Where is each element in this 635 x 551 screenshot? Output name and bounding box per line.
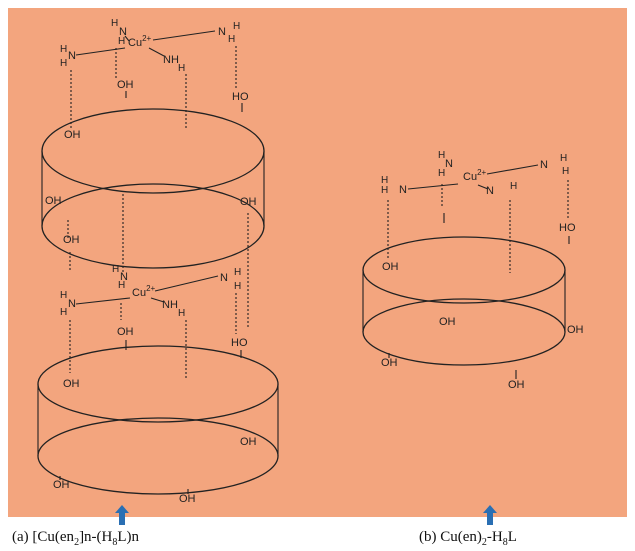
atom-label: N xyxy=(218,26,226,38)
copper-ion-label: Cu2+ xyxy=(463,168,487,183)
atom-label: H xyxy=(438,168,445,179)
atom-label: H xyxy=(60,44,67,55)
atom-label: N xyxy=(220,272,228,284)
atom-label: H xyxy=(111,18,118,29)
caption-b-sub2: 8 xyxy=(502,537,508,548)
atom-label: H xyxy=(118,36,125,47)
atom-label: NH xyxy=(162,299,178,311)
caption-b-mid: -H xyxy=(486,529,503,545)
atom-label: NH xyxy=(163,54,179,66)
copper-ion-label: Cu2+ xyxy=(128,34,152,49)
bond-line xyxy=(148,47,165,57)
hydroxyl-label: OH xyxy=(381,357,398,369)
bond-line xyxy=(75,47,126,56)
cyclodextrin-bottom-rim xyxy=(37,417,279,495)
atom-label: H xyxy=(562,166,569,177)
caption-b: (b) Cu(en)2-H8L xyxy=(419,529,517,548)
atom-label: H xyxy=(60,307,67,318)
atom-label: H xyxy=(381,175,388,186)
atom-label: H xyxy=(381,185,388,196)
hydroxyl-label: OH xyxy=(63,378,80,390)
atom-label: H xyxy=(118,280,125,291)
atom-label: N xyxy=(68,298,76,310)
caption-a-sub1: 2 xyxy=(74,537,80,548)
hydroxyl-label: OH xyxy=(567,324,584,336)
hydroxyl-label: OH xyxy=(117,79,134,91)
hydroxyl-label: OH xyxy=(63,234,80,246)
caption-a-mid: ]n-(H xyxy=(79,529,113,545)
atom-label: H xyxy=(233,21,240,32)
caption-a: (a) [Cu(en2]n-(H8L)n xyxy=(12,529,139,548)
atom-label: H xyxy=(178,63,185,74)
caption-a-sub2: 8 xyxy=(112,537,118,548)
up-arrow-icon xyxy=(483,505,497,525)
hydroxyl-label: OH xyxy=(508,379,525,391)
atom-label: N xyxy=(120,271,128,283)
up-arrow-icon xyxy=(115,505,129,525)
atom-label: N xyxy=(540,159,548,171)
hydroxyl-label: OH xyxy=(53,479,70,491)
hydroxyl-label: OH xyxy=(439,316,456,328)
atom-label: H xyxy=(560,153,567,164)
bond-line xyxy=(152,30,216,41)
bond-line xyxy=(477,184,489,190)
atom-label: H xyxy=(234,281,241,292)
caption-b-suffix: L xyxy=(507,529,517,545)
hydroxyl-label: HO xyxy=(232,91,249,103)
bond-line xyxy=(75,297,131,305)
atom-label: H xyxy=(60,290,67,301)
bond-line xyxy=(486,164,539,175)
atom-label: H xyxy=(178,308,185,319)
caption-a-prefix: (a) [Cu(en xyxy=(12,529,75,545)
hydroxyl-label: OH xyxy=(240,436,257,448)
hydroxyl-label: OH xyxy=(240,196,257,208)
atom-label: N xyxy=(119,26,127,38)
hydroxyl-label: OH xyxy=(45,195,62,207)
atom-label: N xyxy=(68,50,76,62)
atom-label: H xyxy=(234,267,241,278)
hydroxyl-label: HO xyxy=(231,337,248,349)
atom-label: N xyxy=(399,184,407,196)
hydroxyl-label: OH xyxy=(179,493,196,505)
caption-b-sub1: 2 xyxy=(481,537,487,548)
bond-line xyxy=(124,35,130,42)
atom-label: H xyxy=(438,150,445,161)
atom-label: H xyxy=(60,58,67,69)
cyclodextrin-bottom-rim xyxy=(362,298,566,366)
cyclodextrin-bottom-rim xyxy=(41,183,265,269)
atom-label: H xyxy=(510,181,517,192)
caption-b-prefix: (b) Cu(en) xyxy=(419,529,482,545)
atom-label: N xyxy=(486,185,494,197)
caption-a-suffix: L)n xyxy=(117,529,140,545)
hydroxyl-label: OH xyxy=(64,129,81,141)
atom-label: H xyxy=(112,264,119,275)
hydroxyl-label: OH xyxy=(382,261,399,273)
bond-line xyxy=(407,183,459,190)
cyclodextrin-top-rim xyxy=(41,108,265,194)
bond-line xyxy=(154,275,219,292)
copper-ion-label: Cu2+ xyxy=(132,284,156,299)
atom-label: N xyxy=(445,158,453,170)
bond-line xyxy=(150,297,165,303)
hydroxyl-label: HO xyxy=(559,222,576,234)
hydroxyl-label: OH xyxy=(117,326,134,338)
atom-label: H xyxy=(228,34,235,45)
